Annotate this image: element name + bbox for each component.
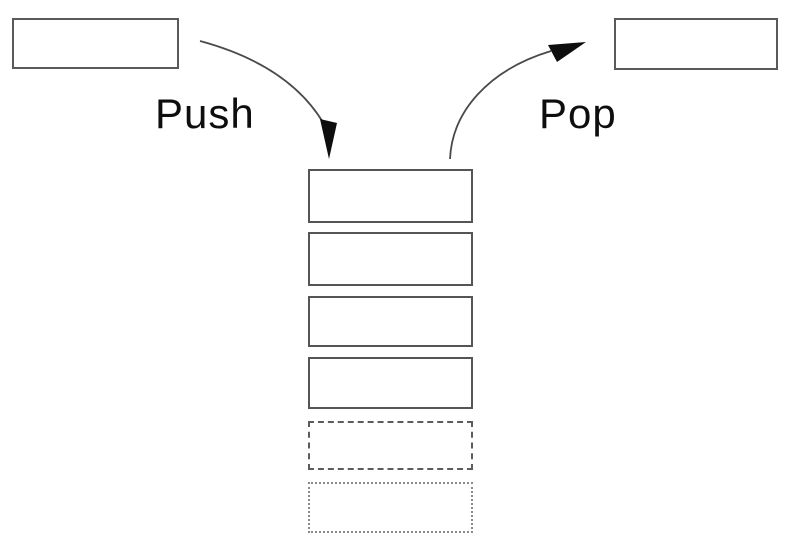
pop-label: Pop bbox=[539, 90, 617, 137]
stack-slot-4 bbox=[308, 357, 473, 409]
push-source-box bbox=[12, 18, 179, 69]
stack-slot-2 bbox=[308, 232, 473, 286]
stack-slot-3 bbox=[308, 296, 473, 347]
pop-target-box bbox=[614, 18, 778, 70]
stack-slot-1 bbox=[308, 169, 473, 223]
push-label: Push bbox=[155, 90, 255, 137]
stack-slot-5 bbox=[308, 421, 473, 470]
stack-slot-6 bbox=[308, 482, 473, 533]
